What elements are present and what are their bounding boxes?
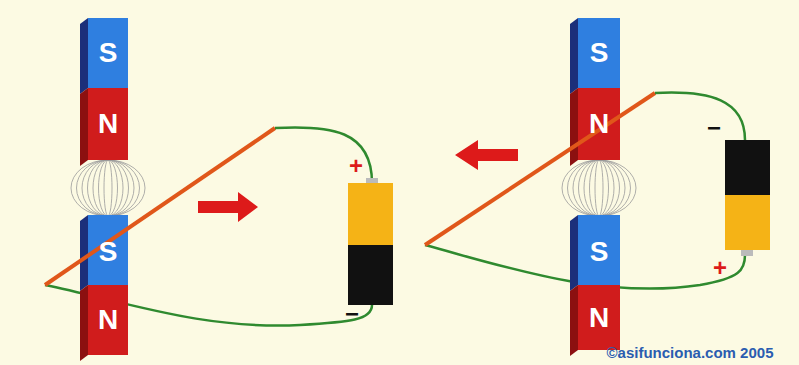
terminal-sign: −	[707, 116, 721, 140]
field-line	[573, 160, 625, 216]
pole-letter: S	[99, 238, 118, 266]
field-line	[82, 160, 134, 216]
terminal-sign: +	[349, 154, 363, 178]
field-line	[88, 160, 129, 216]
motion-arrow	[455, 140, 518, 170]
field-line	[562, 160, 636, 216]
field-line	[104, 160, 112, 216]
terminal-sign: −	[345, 302, 359, 326]
field-line	[584, 160, 614, 216]
field-line	[71, 160, 145, 216]
field-line	[568, 160, 631, 216]
pole-letter: N	[98, 110, 118, 138]
motion-arrow	[198, 192, 258, 222]
field-line	[93, 160, 123, 216]
field-line	[99, 160, 118, 216]
magnet	[80, 215, 128, 361]
magnet	[570, 215, 620, 356]
pole-letter: N	[98, 306, 118, 334]
pole-letter: S	[99, 39, 118, 67]
battery	[348, 178, 393, 305]
pole-letter: S	[590, 238, 609, 266]
field-line	[579, 160, 620, 216]
wire	[275, 127, 372, 183]
pole-letter: S	[590, 39, 609, 67]
pole-letter: N	[589, 304, 609, 332]
field-line	[595, 160, 603, 216]
conductor-rod	[45, 128, 275, 285]
watermark: ©asifunciona.com 2005	[607, 345, 774, 360]
terminal-sign: +	[713, 256, 727, 280]
field-line	[77, 160, 140, 216]
field-line	[590, 160, 609, 216]
magnet	[80, 18, 128, 166]
battery	[725, 140, 770, 256]
pole-letter: N	[589, 110, 609, 138]
conductor-rod	[425, 93, 655, 245]
wire	[655, 93, 745, 140]
